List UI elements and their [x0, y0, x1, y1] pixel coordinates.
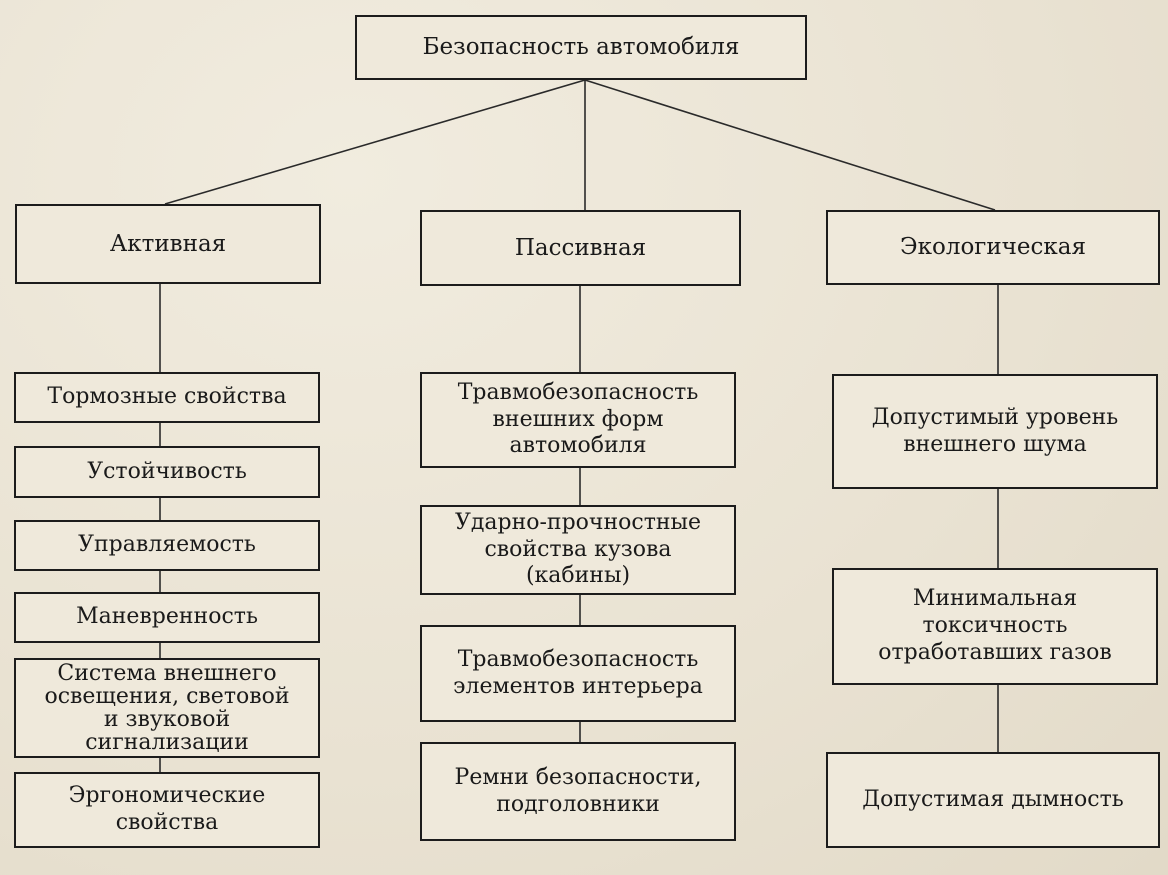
passive-item-seatbelts-headrests: Ремни безопасности, подголовники [420, 742, 736, 841]
ecological-item-noise-level: Допустимый уровень внешнего шума [832, 374, 1158, 489]
connector-root-ecological [584, 79, 996, 211]
category-box-passive: Пассивная [420, 210, 741, 286]
passive-item-external-injury-safety: Травмобезопасность внешних форм автомоби… [420, 372, 736, 468]
passive-item-body-strength: Ударно-прочностные свойства кузова (каби… [420, 505, 736, 595]
ecological-item-smoke-level: Допустимая дымность [826, 752, 1160, 848]
active-item-maneuverability: Маневренность [14, 592, 320, 643]
active-item-braking: Тормозные свойства [14, 372, 320, 423]
passive-item-interior-injury-safety: Травмобезопасность элементов интерьера [420, 625, 736, 722]
category-box-ecological: Экологическая [826, 210, 1160, 285]
ecological-item-exhaust-toxicity: Минимальная токсичность отработавших газ… [832, 568, 1158, 685]
active-item-lighting-signaling: Система внешнего освещения, световой и з… [14, 658, 320, 758]
connector-root-active [164, 79, 586, 205]
active-item-ergonomics: Эргономические свойства [14, 772, 320, 848]
active-item-controllability: Управляемость [14, 520, 320, 571]
active-item-stability: Устойчивость [14, 446, 320, 498]
root-box-car-safety: Безопасность автомобиля [355, 15, 807, 80]
category-box-active: Активная [15, 204, 321, 284]
